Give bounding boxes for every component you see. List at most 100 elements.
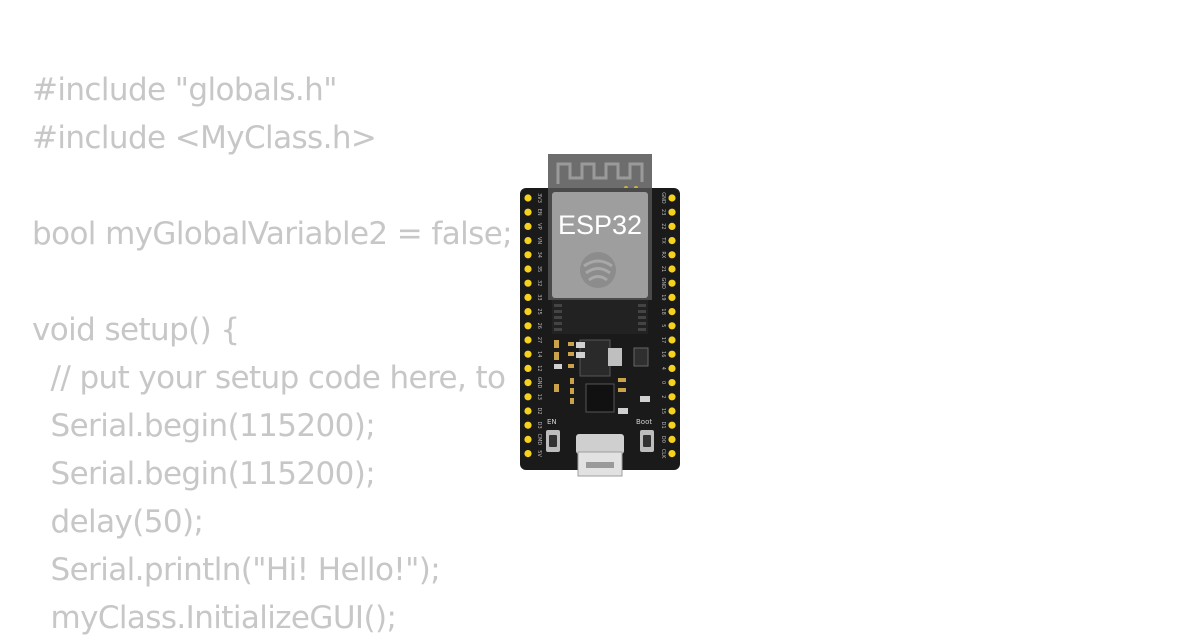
left-header-pin-label: 5V	[536, 450, 542, 457]
left-header-pin[interactable]	[524, 279, 532, 287]
left-header-pin-label: VP	[536, 223, 542, 229]
left-header-pin[interactable]	[524, 421, 532, 429]
right-header-pin[interactable]	[668, 308, 676, 316]
left-header-pin[interactable]	[524, 237, 532, 245]
right-header-pin-label: 23	[660, 209, 666, 215]
left-header-pin[interactable]	[524, 265, 532, 273]
left-header-pin[interactable]	[524, 379, 532, 387]
module-pads	[552, 300, 648, 334]
right-header-pin-label: RX	[660, 251, 666, 258]
right-header-pin-label: 0	[660, 381, 666, 384]
left-header-pin-label: 35	[536, 266, 542, 272]
left-header-pin-label: 34	[536, 252, 542, 258]
right-header-pin[interactable]	[668, 379, 676, 387]
right-header-pin-label: 4	[660, 367, 666, 370]
left-header-pin[interactable]	[524, 293, 532, 301]
right-header-pin-label: D1	[660, 422, 666, 429]
right-header-pin[interactable]	[668, 251, 676, 259]
right-header-pin[interactable]	[668, 237, 676, 245]
right-header-pin-label: 17	[660, 337, 666, 343]
right-header-pin-label: CLK	[660, 449, 666, 459]
right-header-pin[interactable]	[668, 208, 676, 216]
right-header-pin-label: 2	[660, 395, 666, 398]
left-header-pin[interactable]	[524, 364, 532, 372]
code-line: #include <MyClass.h>	[32, 120, 377, 156]
right-header-pin[interactable]	[668, 435, 676, 443]
left-header-pin-label: GND	[536, 377, 542, 389]
code-listing: #include "globals.h" #include <MyClass.h>…	[32, 66, 513, 642]
antenna-area	[548, 154, 652, 188]
right-header-pin[interactable]	[668, 265, 676, 273]
right-header-pin[interactable]	[668, 393, 676, 401]
usb-port-housing	[576, 434, 624, 454]
en-label: EN	[547, 418, 557, 426]
left-header-pin[interactable]	[524, 350, 532, 358]
code-line: Serial.begin(115200);	[32, 456, 376, 492]
left-header-pin-label: 26	[536, 323, 542, 329]
right-header-pin-label: 19	[660, 294, 666, 300]
left-header-pin[interactable]	[524, 222, 532, 230]
left-header-pin[interactable]	[524, 336, 532, 344]
code-line: void setup() {	[32, 312, 240, 348]
left-header-pin-label: D3	[536, 422, 542, 429]
left-header-pin-label: EN	[536, 209, 542, 216]
left-header-pin[interactable]	[524, 322, 532, 330]
right-header-pin-label: TX	[660, 236, 666, 244]
left-header-pin-label: CMD	[536, 434, 542, 446]
espressif-logo-icon	[580, 252, 616, 288]
right-header-pin-label: 15	[660, 408, 666, 414]
smd-components	[554, 340, 626, 404]
en-button-cap	[549, 435, 557, 447]
code-line: Serial.begin(115200);	[32, 408, 376, 444]
right-header-pin[interactable]	[668, 407, 676, 415]
left-header-pin-label: 25	[536, 308, 542, 314]
right-header-pin[interactable]	[668, 336, 676, 344]
left-header-pin-label: 27	[536, 337, 542, 343]
left-header-pin-label: D2	[536, 407, 542, 414]
transistor	[633, 347, 649, 367]
right-header-pin[interactable]	[668, 421, 676, 429]
left-header-pin[interactable]	[524, 393, 532, 401]
right-header-pin-label: D0	[660, 436, 666, 443]
right-header-pin[interactable]	[668, 279, 676, 287]
left-header-pin[interactable]	[524, 251, 532, 259]
right-header-pin[interactable]	[668, 222, 676, 230]
code-line: #include "globals.h"	[32, 72, 337, 108]
code-line: Serial.println("Hi! Hello!");	[32, 552, 441, 588]
right-header-pin-label: 16	[660, 351, 666, 357]
code-line: myClass.InitializeGUI();	[32, 600, 397, 636]
smd-components	[554, 342, 650, 414]
left-header-pin-label: 13	[536, 394, 542, 400]
right-header-pin-label: 22	[660, 223, 666, 229]
module-pad-row	[554, 304, 646, 331]
usb-uart-chip	[585, 383, 615, 413]
regulator-tab	[608, 348, 622, 366]
right-header-pin[interactable]	[668, 322, 676, 330]
code-line	[32, 162, 512, 210]
left-header-pin-label: 3V3	[536, 193, 542, 203]
left-header-pin[interactable]	[524, 194, 532, 202]
code-line: // put your setup code here, to	[32, 360, 507, 396]
code-line: delay(50);	[32, 504, 204, 540]
left-header-pin-label: 12	[536, 365, 542, 371]
header-pins: 3V3ENVPVN343532332526271412GND13D2D3CMD5…	[524, 192, 676, 459]
left-header-pin-label: 33	[536, 294, 542, 300]
right-header-pin[interactable]	[668, 350, 676, 358]
left-header-pin[interactable]	[524, 450, 532, 458]
left-header-pin[interactable]	[524, 208, 532, 216]
antenna-trace	[556, 162, 644, 184]
left-header-pin[interactable]	[524, 407, 532, 415]
right-header-pin-label: 5	[660, 324, 666, 327]
right-header-pin[interactable]	[668, 293, 676, 301]
right-header-pin[interactable]	[668, 364, 676, 372]
left-header-pin[interactable]	[524, 435, 532, 443]
module-shield	[552, 192, 648, 298]
esp32-board-graphic: EN Boot 3V3ENVPVN343532332526271412GND13…	[520, 154, 680, 477]
left-header-pin[interactable]	[524, 308, 532, 316]
right-header-pin[interactable]	[668, 450, 676, 458]
right-header-pin-label: GND	[660, 192, 666, 204]
boot-button-cap	[643, 435, 651, 447]
right-header-pin-label: 18	[660, 308, 666, 314]
right-header-pin[interactable]	[668, 194, 676, 202]
